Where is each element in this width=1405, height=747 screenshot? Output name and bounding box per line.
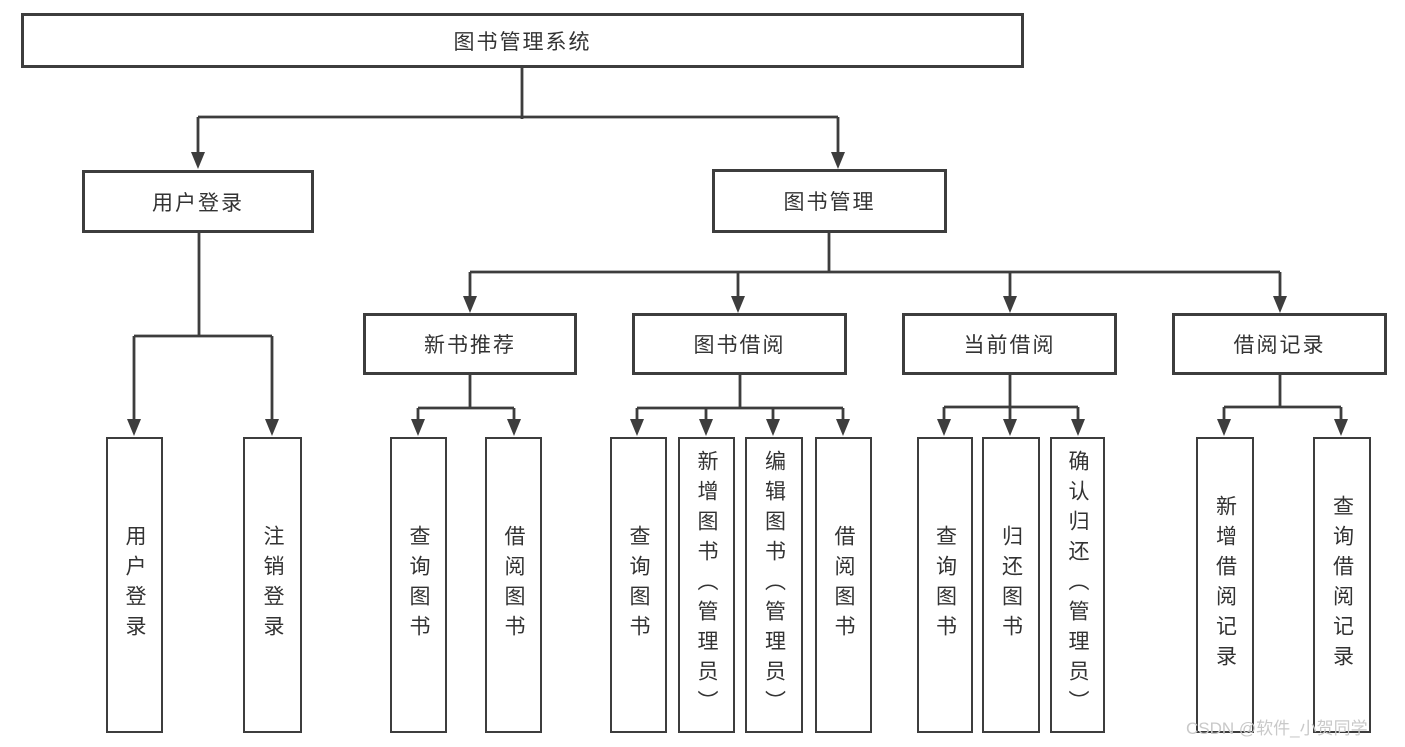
leaf-borrow-book: 借阅图书 <box>815 437 872 733</box>
node-current-borrow-label: 当前借阅 <box>963 334 1056 357</box>
node-book-management-label: 图书管理 <box>783 191 876 214</box>
leaf-confirm-return-admin-label: 确认归还（管理员） <box>1066 450 1089 720</box>
leaf-recommend-query-book-label: 查询图书 <box>407 525 430 645</box>
node-root: 图书管理系统 <box>21 13 1024 68</box>
node-new-book-recommend: 新书推荐 <box>363 313 577 375</box>
leaf-recommend-borrow-book: 借阅图书 <box>485 437 542 733</box>
leaf-add-book-admin-label: 新增图书（管理员） <box>695 450 718 720</box>
node-user-login-label: 用户登录 <box>152 191 244 215</box>
leaf-query-borrow-record: 查询借阅记录 <box>1313 437 1371 733</box>
leaf-borrow-query-book: 查询图书 <box>610 437 667 733</box>
leaf-edit-book-admin-label: 编辑图书（管理员） <box>762 450 786 720</box>
node-root-label: 图书管理系统 <box>453 30 592 54</box>
node-borrow-record-label: 借阅记录 <box>1233 334 1326 357</box>
node-book-management: 图书管理 <box>712 169 947 233</box>
leaf-recommend-borrow-book-label: 借阅图书 <box>502 525 525 645</box>
node-book-borrow: 图书借阅 <box>632 313 847 375</box>
node-book-borrow-label: 图书借阅 <box>693 334 786 357</box>
node-user-login: 用户登录 <box>82 170 314 233</box>
leaf-add-book-admin: 新增图书（管理员） <box>678 437 735 733</box>
leaf-borrow-query-book-label: 查询图书 <box>627 525 650 645</box>
leaf-logout-label: 注销登录 <box>261 525 284 645</box>
node-new-book-recommend-label: 新书推荐 <box>424 334 516 357</box>
watermark: CSDN @软件_小贺同学 <box>1186 719 1368 738</box>
leaf-edit-book-admin: 编辑图书（管理员） <box>745 437 803 733</box>
leaf-add-borrow-record-label: 新增借阅记录 <box>1213 495 1237 675</box>
leaf-return-book-label: 归还图书 <box>999 525 1023 645</box>
leaf-current-query-book-label: 查询图书 <box>933 525 957 645</box>
leaf-query-borrow-record-label: 查询借阅记录 <box>1330 495 1354 675</box>
leaf-confirm-return-admin: 确认归还（管理员） <box>1050 437 1105 733</box>
leaf-borrow-book-label: 借阅图书 <box>832 525 855 645</box>
node-current-borrow: 当前借阅 <box>902 313 1117 375</box>
leaf-user-login: 用户登录 <box>106 437 163 733</box>
node-borrow-record: 借阅记录 <box>1172 313 1387 375</box>
leaf-return-book: 归还图书 <box>982 437 1040 733</box>
leaf-user-login-label: 用户登录 <box>123 525 146 645</box>
leaf-recommend-query-book: 查询图书 <box>390 437 447 733</box>
leaf-add-borrow-record: 新增借阅记录 <box>1196 437 1254 733</box>
leaf-current-query-book: 查询图书 <box>917 437 973 733</box>
leaf-logout: 注销登录 <box>243 437 302 733</box>
